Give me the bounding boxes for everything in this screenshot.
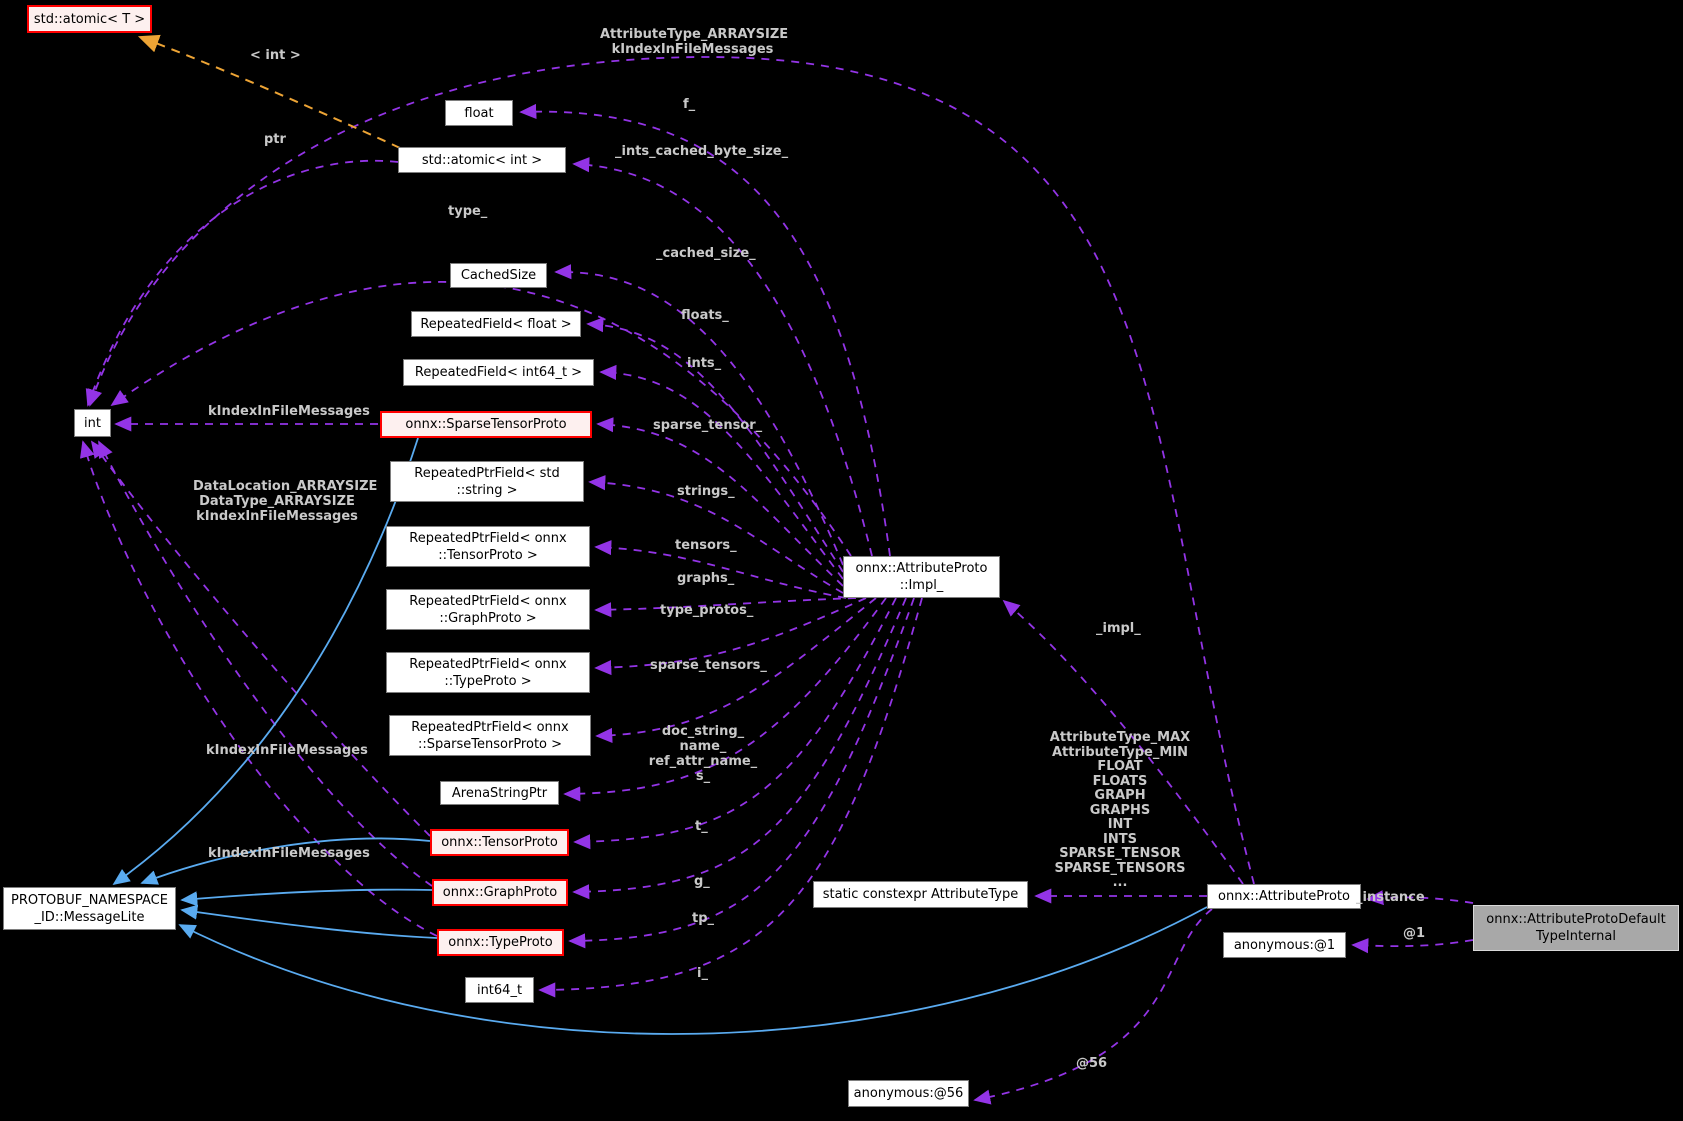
edge-kindex-typeproto [80,440,438,937]
node-static-constexpr-attributetype: static constexpr AttributeType [813,881,1028,908]
edge-t [573,597,897,850]
edge-label-graphs: graphs_ [677,571,735,586]
edge-doc-string [563,597,887,802]
edge-inherit-tensorproto [140,837,431,885]
edge-label-floats: floats_ [681,308,729,323]
node-attributeprotodefaulttypeinternal: onnx::AttributeProtoDefault TypeInternal [1473,905,1679,951]
edge-label-tensors: tensors_ [675,538,737,553]
node-repeatedfield-float: RepeatedField< float > [411,311,581,337]
node-int64: int64_t [465,977,534,1003]
edge-tp [568,597,915,949]
edge-inherit-attributeproto [178,906,1208,1035]
edge-ints [599,364,844,580]
node-cachedsize: CachedSize [450,263,547,288]
edge-label-t: t_ [695,819,708,834]
edge-ints-cached-byte-size [572,157,873,557]
edge-label-datalocation: DataLocation_ARRAYSIZE DataType_ARRAYSIZ… [193,479,378,524]
edge-label-attr-arraysize: AttributeType_ARRAYSIZE kIndexInFileMess… [600,27,789,57]
edge-attr-arraysize-to-int [87,56,1255,885]
node-anonymous-56: anonymous:@56 [848,1080,969,1107]
edge-label-strings: strings_ [677,484,735,499]
edge-label-ints: ints_ [687,356,722,371]
node-std-atomic-int: std::atomic< int > [398,147,566,173]
edge-label-cached-size: _cached_size_ [656,246,756,261]
node-sparsetensorproto[interactable]: onnx::SparseTensorProto [380,411,592,438]
node-float: float [445,100,513,126]
node-repeatedptrfield-string: RepeatedPtrField< std ::string > [390,461,584,502]
edge-at56 [973,908,1213,1105]
edge-label-template-int: < int > [250,48,301,63]
edge-label-at1: @1 [1403,926,1426,941]
node-repeatedptrfield-sparsetensorproto: RepeatedPtrField< onnx ::SparseTensorPro… [389,715,591,756]
edge-label-kindex-sparsetensorproto: kIndexInFileMessages [208,404,370,419]
edge-ptr [85,159,399,407]
edge-impl [1002,599,1244,885]
edge-label-tp: tp_ [692,911,715,926]
node-typeproto[interactable]: onnx::TypeProto [437,929,564,956]
edge-label-doc-string: doc_string_ name_ ref_attr_name_ s_ [648,724,758,784]
node-tensorproto[interactable]: onnx::TensorProto [430,829,569,856]
edge-label-enum-values: AttributeType_MAX AttributeType_MIN FLOA… [1049,730,1191,890]
node-repeatedptrfield-graphproto: RepeatedPtrField< onnx ::GraphProto > [386,589,590,630]
edge-label-i: i_ [697,966,708,981]
edge-floats [586,317,844,573]
edge-label-kindex-typeproto: kIndexInFileMessages [208,846,370,861]
edge-label-instance: _instance [1356,890,1425,905]
edge-type-protos [594,597,867,676]
node-anonymous-1: anonymous:@1 [1223,932,1346,958]
node-repeatedptrfield-typeproto: RepeatedPtrField< onnx ::TypeProto > [386,652,590,693]
edge-label-g: g_ [694,874,710,889]
edge-at1 [1351,938,1474,954]
edge-inherit-graphproto [180,888,433,907]
node-attributeproto[interactable]: onnx::AttributeProto [1207,884,1361,909]
edge-label-sparse-tensor: sparse_tensor_ [653,418,763,433]
edge-label-type: type_ [448,204,488,219]
edge-sparse-tensor [596,417,844,587]
edge-datalocation-tensorproto [90,440,431,837]
edge-g [572,597,907,900]
node-std-atomic-t[interactable]: std::atomic< T > [27,5,152,33]
node-attributeproto-impl[interactable]: onnx::AttributeProto ::Impl_ [843,556,1000,598]
edge-inherit-typeproto [180,904,438,939]
node-arenastringptr: ArenaStringPtr [440,781,559,805]
edge-tensors [594,540,847,599]
edge-label-ptr: ptr [264,132,286,147]
edge-label-ints-cached-byte-size: _ints_cached_byte_size_ [615,144,789,159]
node-graphproto[interactable]: onnx::GraphProto [432,879,568,906]
edge-label-kindex-graphproto: kIndexInFileMessages [206,743,368,758]
edge-template-int [137,34,401,149]
node-repeatedfield-int64: RepeatedField< int64_t > [403,359,594,386]
edge-label-impl: _impl_ [1096,621,1141,636]
edge-sparse-tensors [595,597,877,744]
edge-instance [1366,890,1474,906]
edge-i [538,597,923,998]
node-int: int [74,409,111,437]
edge-kindex-graphproto [98,440,433,887]
edge-cached-size [554,264,844,566]
node-repeatedptrfield-tensorproto: RepeatedPtrField< onnx ::TensorProto > [386,526,590,567]
edge-label-at56: @56 [1076,1056,1108,1071]
edge-strings [588,475,844,594]
edge-label-f: f_ [683,97,696,112]
node-messagelite[interactable]: PROTOBUF_NAMESPACE _ID::MessageLite [3,887,176,930]
edge-label-type-protos: type_protos_ [660,603,754,618]
edge-label-sparse-tensors: sparse_tensors_ [650,658,767,673]
